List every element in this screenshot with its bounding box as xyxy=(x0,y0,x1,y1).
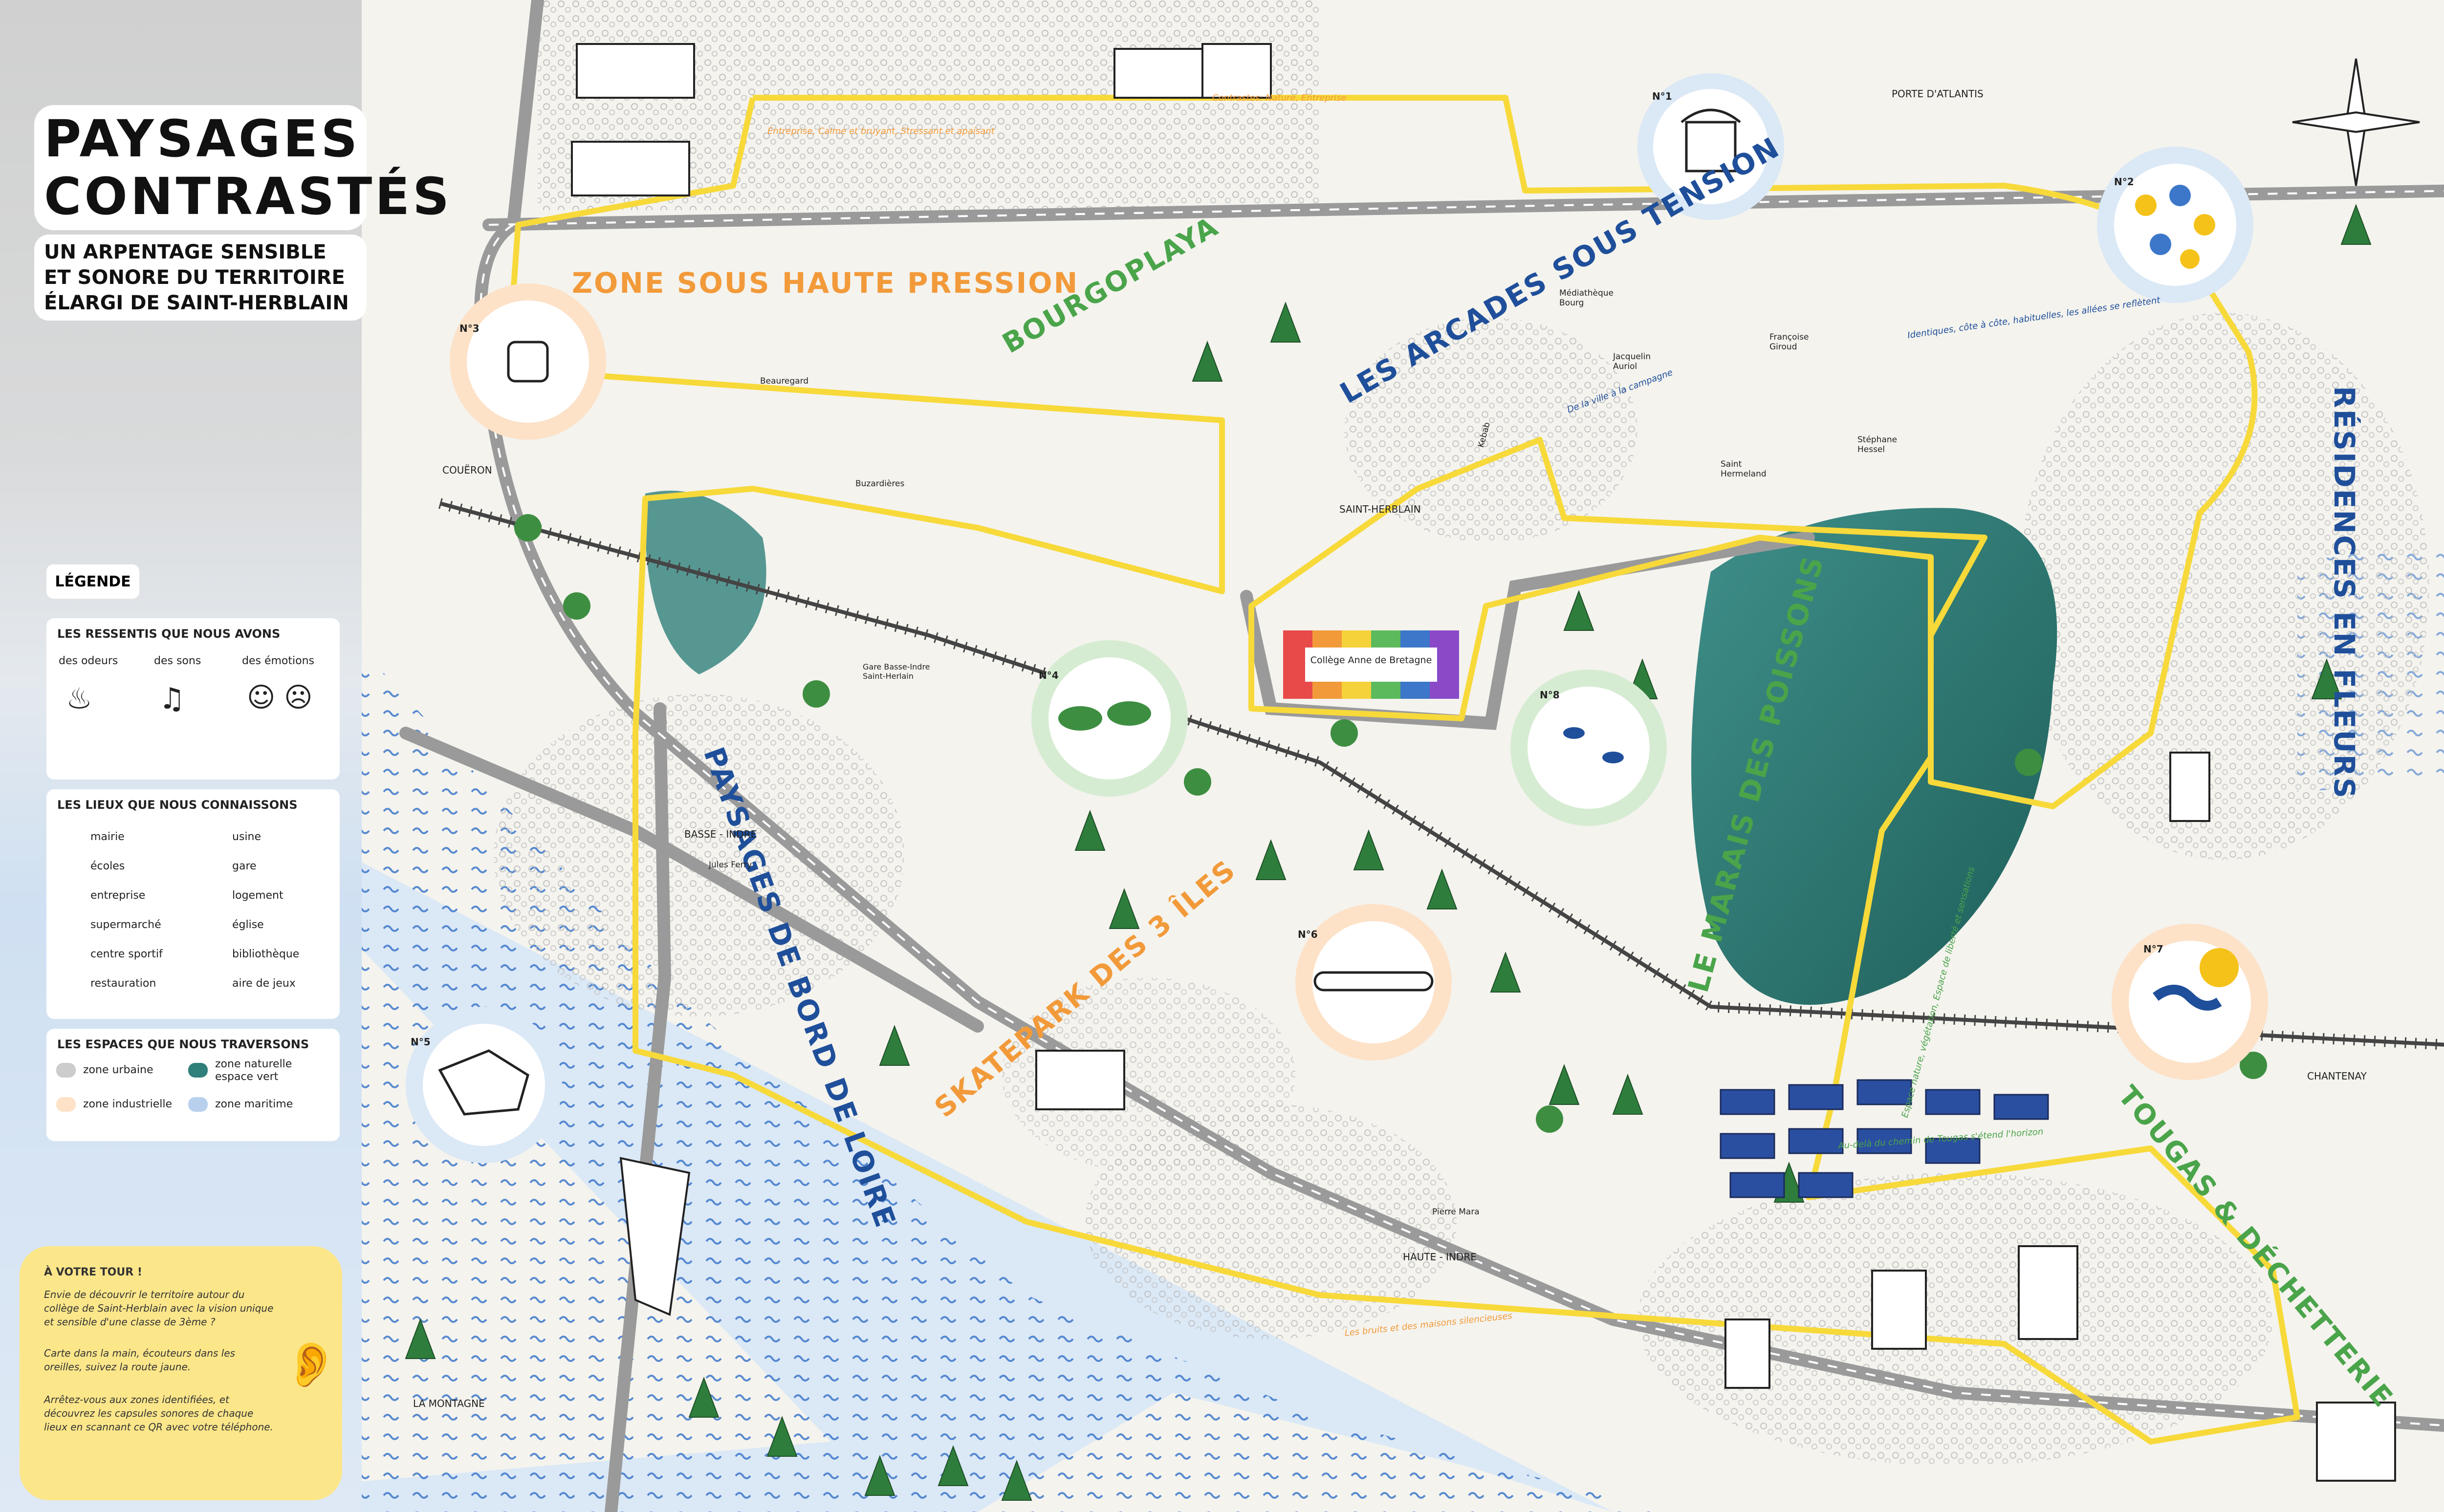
legend-mairie: mairie xyxy=(90,831,125,843)
stop-7[interactable]: N°7 xyxy=(2143,943,2163,955)
legend-ressentis: LES RESSENTIS QUE NOUS AVONS des odeurs … xyxy=(46,618,340,779)
label-college: Collège Anne de Bretagne xyxy=(1310,655,1432,666)
tour-paragraph-2: Carte dans la main, écouteurs dans les o… xyxy=(44,1347,235,1373)
label-jacquelin: Jacquelin Auriol xyxy=(1613,352,1651,371)
label-pierre-mara: Pierre Mara xyxy=(1432,1207,1480,1217)
subtitle-line-1: UN ARPENTAGE SENSIBLE xyxy=(44,241,327,263)
label-la-montagne: LA MONTAGNE xyxy=(413,1398,485,1409)
legend-zone-maritime: zone maritime xyxy=(215,1098,293,1110)
legend-zone-industrielle: zone industrielle xyxy=(83,1098,172,1110)
legend-usine: usine xyxy=(232,831,261,843)
map-subtitle: UN ARPENTAGE SENSIBLE ET SONORE DU TERRI… xyxy=(34,235,367,321)
marsh-area xyxy=(1691,508,2057,1005)
road-label-1: Contrastes: Nature, Entreprise xyxy=(1212,93,1347,103)
label-francoise: Françoise Giroud xyxy=(1769,332,1809,352)
legend-odeurs: des odeurs xyxy=(59,655,118,667)
label-haute-indre: HAUTE - INDRE xyxy=(1403,1251,1477,1263)
label-coueron: COUËRON xyxy=(442,464,492,476)
legend-heading: LÉGENDE xyxy=(46,564,139,599)
legend-entreprise: entreprise xyxy=(90,889,146,902)
legend-zone-urbaine: zone urbaine xyxy=(83,1064,153,1076)
ressentis-title: LES RESSENTIS QUE NOUS AVONS xyxy=(57,627,281,641)
subtitle-line-2: ET SONORE DU TERRITOIRE xyxy=(44,266,345,289)
legend-zone-naturelle: zone naturelle espace vert xyxy=(215,1058,292,1083)
stop-5[interactable]: N°5 xyxy=(411,1036,431,1048)
espaces-title: LES ESPACES QUE NOUS TRAVERSONS xyxy=(57,1037,309,1051)
label-gare: Gare Basse-Indre Saint-Herlain xyxy=(863,662,930,681)
sound-icon: ♫ xyxy=(159,682,185,716)
zone-haute-pression: ZONE SOUS HAUTE PRESSION xyxy=(572,266,1079,300)
stop-3[interactable]: N°3 xyxy=(459,323,480,334)
zone-residences: RÉSIDENCES EN FLEURS xyxy=(2328,386,2361,800)
stop-2[interactable]: N°2 xyxy=(2114,176,2134,188)
stop-8[interactable]: N°8 xyxy=(1540,689,1560,701)
label-basse-indre: BASSE - INDRE xyxy=(684,828,757,840)
label-saint-herblain: SAINT-HERBLAIN xyxy=(1339,503,1421,515)
legend-sons: des sons xyxy=(154,655,201,667)
tour-heading: À VOTRE TOUR ! xyxy=(44,1266,142,1278)
lieux-title: LES LIEUX QUE NOUS CONNAISSONS xyxy=(57,798,298,812)
tour-box: À VOTRE TOUR ! Envie de découvrir le ter… xyxy=(20,1246,342,1500)
label-mediatheque: Médiathèque Bourg xyxy=(1559,288,1614,308)
tour-paragraph-1: Envie de découvrir le territoire autour … xyxy=(44,1289,274,1328)
label-buzardieres: Buzardières xyxy=(855,479,905,489)
legend-eglise: église xyxy=(232,919,264,931)
legend-ecoles: écoles xyxy=(90,860,125,872)
label-porte-atlantis: PORTE D'ATLANTIS xyxy=(1892,88,1984,100)
title-line-2: CONTRASTÉS xyxy=(44,167,453,226)
legend-restauration: restauration xyxy=(90,977,156,990)
smell-icon: ♨ xyxy=(66,682,92,716)
stop-4[interactable]: N°4 xyxy=(1039,670,1059,681)
subtitle-line-3: ÉLARGI DE SAINT-HERBLAIN xyxy=(44,292,349,314)
legend-supermarche: supermarché xyxy=(90,919,161,931)
road-label-2: Entreprise, Calme et bruyant, Stressant … xyxy=(767,126,995,136)
title-line-1: PAYSAGES xyxy=(44,109,361,169)
urban-swatch xyxy=(56,1063,76,1078)
legend-espaces: LES ESPACES QUE NOUS TRAVERSONS zone urb… xyxy=(46,1029,340,1141)
tour-paragraph-3: Arrêtez-vous aux zones identifiées, et d… xyxy=(44,1394,273,1433)
ear-icon: 👂 xyxy=(284,1339,339,1390)
label-stephane: Stéphane Hessel xyxy=(1857,435,1898,454)
legend-aire-de-jeux: aire de jeux xyxy=(232,977,296,990)
legend-bibliotheque: bibliothèque xyxy=(232,948,300,960)
industrial-swatch xyxy=(56,1097,76,1112)
label-beauregard: Beauregard xyxy=(760,376,809,386)
emotion-icon: ☺ ☹ xyxy=(247,682,313,713)
label-saint-hermeland: Saint Hermeland xyxy=(1721,459,1767,479)
legend-logement: logement xyxy=(232,889,284,902)
legend-gare: gare xyxy=(232,860,257,872)
stop-1[interactable]: N°1 xyxy=(1652,90,1672,102)
left-panel: PAYSAGES CONTRASTÉS UN ARPENTAGE SENSIBL… xyxy=(0,0,449,1512)
maritime-swatch xyxy=(188,1097,208,1112)
railway xyxy=(439,501,2444,1047)
legend-centre-sportif: centre sportif xyxy=(90,948,163,960)
stop-6[interactable]: N°6 xyxy=(1298,929,1318,940)
label-chantenay: CHANTENAY xyxy=(2307,1070,2367,1082)
legend-emotions: des émotions xyxy=(242,655,314,667)
label-jules-ferry: Jules Ferry xyxy=(709,860,752,870)
map-title: PAYSAGES CONTRASTÉS xyxy=(34,105,453,230)
legend: LÉGENDE LES RESSENTIS QUE NOUS AVONS des… xyxy=(46,564,340,1166)
legend-lieux: LES LIEUX QUE NOUS CONNAISSONS mairie éc… xyxy=(46,789,340,1019)
nature-swatch xyxy=(188,1063,208,1078)
